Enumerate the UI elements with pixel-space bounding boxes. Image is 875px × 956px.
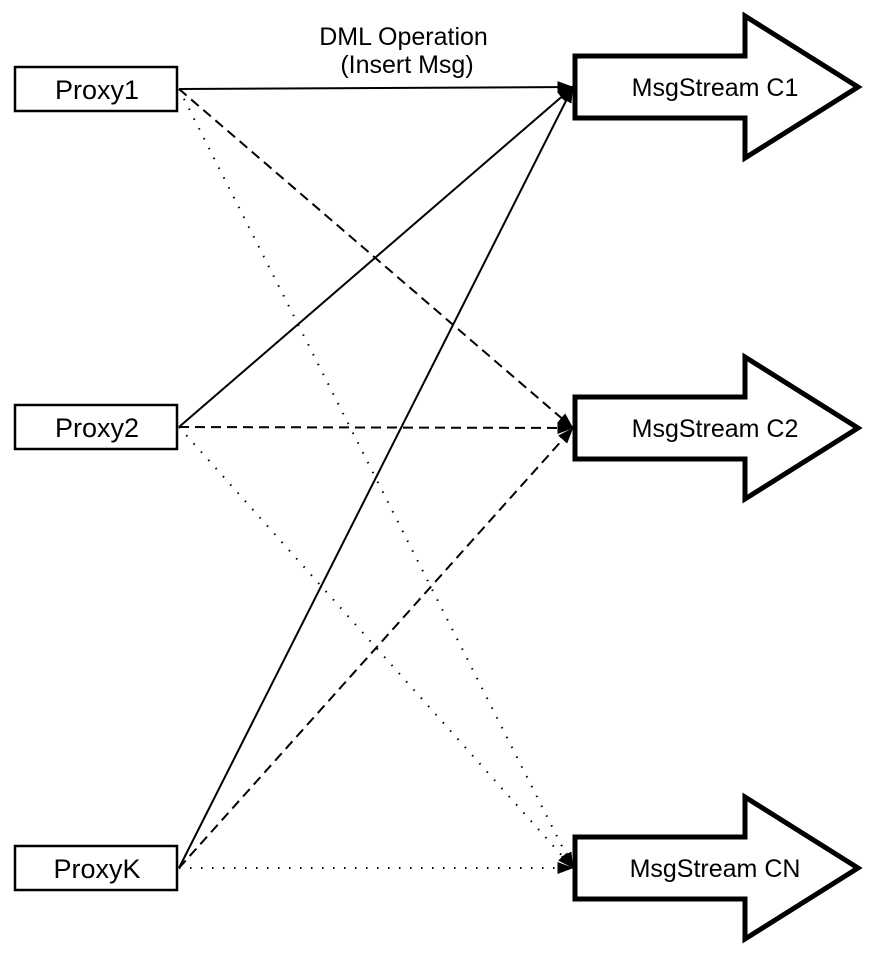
node-msgstream-c2: MsgStream C2 xyxy=(572,352,863,504)
proxyk-label: ProxyK xyxy=(53,854,140,884)
diagram-title: DML Operation (Insert Msg) xyxy=(319,23,495,79)
msgstream-c1-label: MsgStream C1 xyxy=(632,74,799,102)
msgstream-c2-arrow-shape xyxy=(572,352,863,504)
node-proxyk: ProxyK xyxy=(13,844,179,892)
edge-proxy2-c1 xyxy=(178,86,574,428)
edge-proxy1-c2 xyxy=(178,88,574,429)
proxy2-box xyxy=(13,403,179,451)
proxyk-box xyxy=(13,844,179,892)
node-msgstream-c1: MsgStream C1 xyxy=(572,11,863,163)
edge-proxy1-cn xyxy=(178,88,574,869)
proxy2-label: Proxy2 xyxy=(55,413,139,443)
node-msgstream-cn: MsgStream CN xyxy=(572,792,863,944)
node-proxy2: Proxy2 xyxy=(13,403,179,451)
edge-proxy1-c1 xyxy=(178,81,574,94)
msgstream-c1-arrow-shape xyxy=(572,11,863,163)
msgstream-cn-arrow-shape xyxy=(572,792,863,944)
proxy1-label: Proxy1 xyxy=(55,75,139,105)
edge-proxyk-c1 xyxy=(178,86,574,869)
edge-proxy2-c2 xyxy=(178,421,574,434)
diagram-title-line1: DML Operation xyxy=(319,23,488,51)
diagram-title-line2: (Insert Msg) xyxy=(340,51,473,79)
edge-proxyk-c2 xyxy=(178,427,574,869)
proxy1-box xyxy=(13,65,179,113)
node-proxy1: Proxy1 xyxy=(13,65,179,113)
edges xyxy=(178,81,574,874)
msgstream-cn-label: MsgStream CN xyxy=(630,855,801,883)
msgstream-c2-label: MsgStream C2 xyxy=(632,415,799,443)
